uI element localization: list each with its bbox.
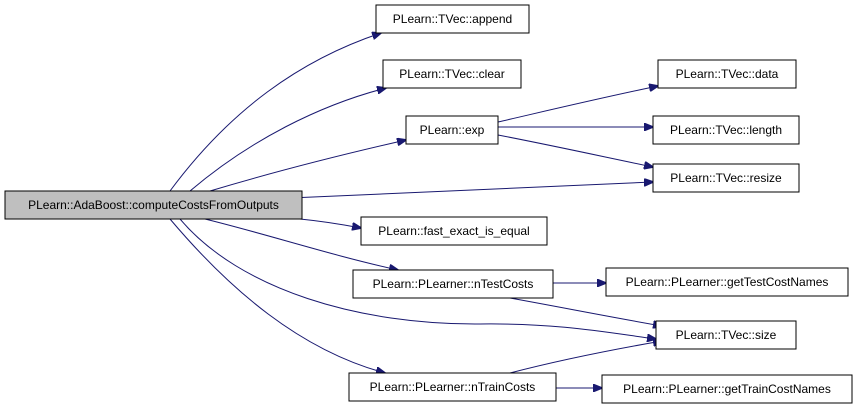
node-label-length: PLearn::TVec::length [670, 123, 782, 137]
node-label-resize: PLearn::TVec::resize [670, 171, 782, 185]
node-box-size[interactable] [655, 320, 797, 350]
edge-root-to-ntrain [169, 218, 385, 373]
node-box-ntrain[interactable] [348, 372, 557, 402]
edge-root-to-exp [209, 140, 406, 192]
node-label-append: PLearn::TVec::append [393, 12, 512, 26]
node-exp[interactable]: PLearn::exp [405, 115, 499, 145]
node-gettrain[interactable]: PLearn::PLearner::getTrainCostNames [601, 374, 853, 404]
node-resize[interactable]: PLearn::TVec::resize [652, 163, 800, 193]
node-box-append[interactable] [375, 4, 530, 34]
edge-root-to-size [179, 218, 656, 339]
node-data[interactable]: PLearn::TVec::data [657, 59, 797, 89]
node-label-root: PLearn::AdaBoost::computeCostsFromOutput… [28, 198, 279, 212]
node-box-data[interactable] [657, 59, 797, 89]
node-label-gettest: PLearn::PLearner::getTestCostNames [626, 275, 829, 289]
node-label-gettrain: PLearn::PLearner::getTrainCostNames [623, 382, 831, 396]
node-label-fast_exact: PLearn::fast_exact_is_equal [378, 224, 529, 238]
node-box-root[interactable] [4, 190, 303, 220]
edge-root-to-ntest [204, 218, 398, 270]
node-ntrain[interactable]: PLearn::PLearner::nTrainCosts [348, 372, 557, 402]
edge-ntest-to-size [509, 297, 662, 326]
node-box-ntest[interactable] [352, 269, 554, 299]
node-label-size: PLearn::TVec::size [676, 328, 777, 342]
node-box-clear[interactable] [382, 59, 522, 89]
node-label-data: PLearn::TVec::data [676, 67, 779, 81]
node-box-length[interactable] [652, 115, 800, 145]
edge-root-to-resize [289, 182, 653, 199]
node-root[interactable]: PLearn::AdaBoost::computeCostsFromOutput… [4, 190, 303, 220]
edge-root-to-fast_exact [299, 218, 361, 228]
node-append[interactable]: PLearn::TVec::append [375, 4, 530, 34]
node-label-clear: PLearn::TVec::clear [399, 67, 504, 81]
edge-exp-to-data [497, 86, 658, 123]
node-fast_exact[interactable]: PLearn::fast_exact_is_equal [360, 216, 548, 246]
node-box-fast_exact[interactable] [360, 216, 548, 246]
edges-layer [169, 33, 662, 388]
node-length[interactable]: PLearn::TVec::length [652, 115, 800, 145]
node-ntest[interactable]: PLearn::PLearner::nTestCosts [352, 269, 554, 299]
node-box-gettrain[interactable] [601, 374, 853, 404]
nodes-layer: PLearn::AdaBoost::computeCostsFromOutput… [4, 4, 853, 404]
node-clear[interactable]: PLearn::TVec::clear [382, 59, 522, 89]
node-label-ntest: PLearn::PLearner::nTestCosts [373, 277, 534, 291]
node-box-gettest[interactable] [605, 267, 849, 297]
edge-root-to-clear [189, 88, 386, 192]
node-label-ntrain: PLearn::PLearner::nTrainCosts [370, 380, 536, 394]
edge-root-to-append [169, 33, 381, 192]
node-box-resize[interactable] [652, 163, 800, 193]
node-gettest[interactable]: PLearn::PLearner::getTestCostNames [605, 267, 849, 297]
node-size[interactable]: PLearn::TVec::size [655, 320, 797, 350]
edge-ntrain-to-size [509, 341, 662, 374]
node-box-exp[interactable] [405, 115, 499, 145]
node-label-exp: PLearn::exp [420, 123, 485, 137]
edge-exp-to-resize [497, 134, 653, 167]
